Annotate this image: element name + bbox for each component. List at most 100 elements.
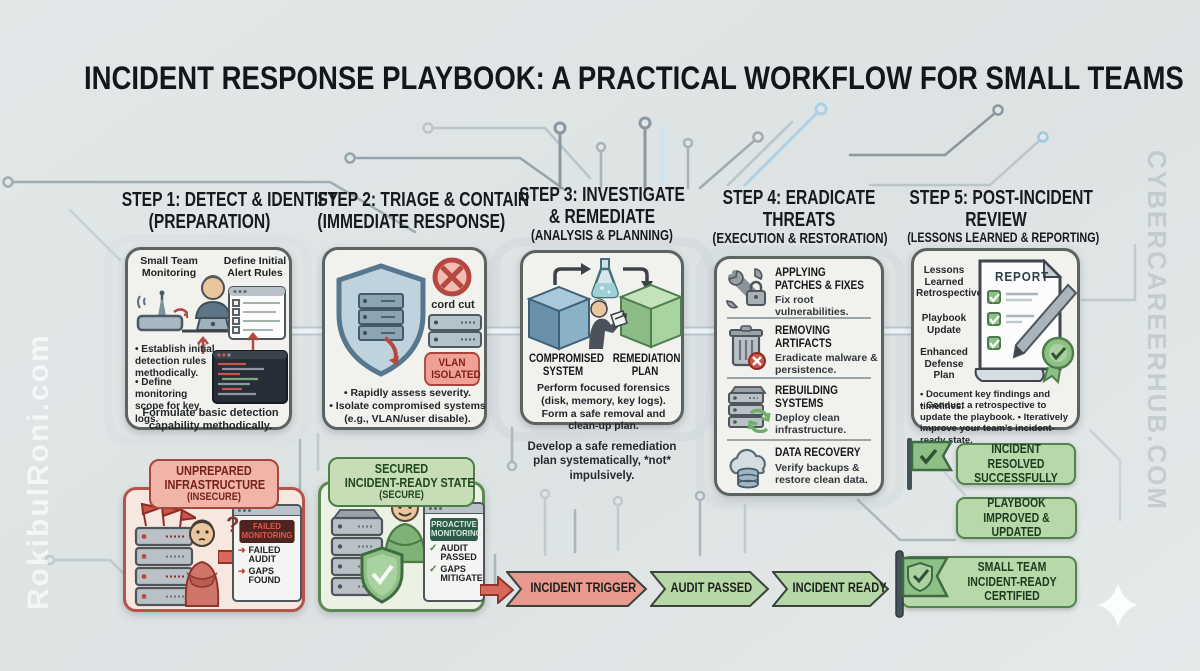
audit-passed-label: AUDIT PASSED xyxy=(670,580,753,595)
step5-heading-line1: STEP 5: POST-INCIDENT xyxy=(909,187,1093,209)
check-bullet-icon: ✓ xyxy=(429,563,438,575)
report-title: REPORT xyxy=(995,269,1050,284)
step4-item-4-title: DATA RECOVERY xyxy=(775,447,861,459)
step2-header: STEP 2: TRIAGE & CONTAIN (IMMEDIATE RESP… xyxy=(293,189,530,233)
divider xyxy=(727,439,871,441)
incident-trigger-chevron xyxy=(506,571,648,607)
step2-bullet-1: • Rapidly assess severity. xyxy=(343,387,472,399)
step5-heading-line2: REVIEW xyxy=(965,208,1027,231)
secured-title-line2: INCIDENT-READY STATE xyxy=(344,475,475,491)
step5-bullet-2: • Conduct a retrospective to update the … xyxy=(920,400,1068,446)
failed-item: ➜ FAILED AUDIT xyxy=(234,545,300,566)
server-stack-icon xyxy=(428,314,482,348)
secure-item-text: AUDIT PASSED xyxy=(440,542,477,563)
step2-panel: cord cut VLAN ISOLATED • Rapidly assess … xyxy=(322,247,487,430)
step1-label-alert-rules: Define Initial Alert Rules xyxy=(223,255,287,279)
failed-item: ➜ GAPS FOUND xyxy=(234,566,300,587)
outcome-badge-playbook: PLAYBOOK IMPROVED & UPDATED xyxy=(956,496,1077,539)
alert-rules-window-icon xyxy=(228,286,286,340)
step3-panel: COMPROMISED SYSTEM REMEDIATION PLAN Perf… xyxy=(520,250,684,432)
outcome-resolved-label: INCIDENT RESOLVED SUCCESSFULLY xyxy=(974,442,1058,486)
shield-check-icon xyxy=(360,546,404,604)
step4-item-1-desc: Fix root vulnerabilities. xyxy=(775,294,849,319)
step4-item-2: REMOVING ARTIFACTS Eradicate malware & p… xyxy=(775,325,881,376)
sparkle-decoration xyxy=(1098,583,1138,627)
step5-side-item-1: Lessons Learned Retrospective xyxy=(916,265,983,299)
failed-item-text: GAPS FOUND xyxy=(248,565,281,585)
incident-ready-label: INCIDENT READY xyxy=(792,580,887,595)
no-sign-icon xyxy=(432,257,472,297)
step5-bullet-1: • Document key findings and timelines. xyxy=(920,389,1051,412)
unprepared-title-badge: UNPREPARED INFRASTRUCTURE (INSECURE) xyxy=(149,459,279,509)
step3-heading-line2: & REMEDIATE xyxy=(548,205,656,228)
step2-heading-line1: STEP 2: TRIAGE & CONTAIN xyxy=(317,189,530,211)
code-window-icon xyxy=(212,350,288,404)
rebuild-systems-icon xyxy=(728,386,771,433)
step4-item-1-title: APPLYING PATCHES & FIXES xyxy=(775,267,865,292)
step4-item-1: APPLYING PATCHES & FIXES Fix root vulner… xyxy=(775,267,881,318)
step5-side-item-3: Enhanced Defense Plan xyxy=(920,347,968,381)
step2-heading-line2: (IMMEDIATE RESPONSE) xyxy=(317,210,506,233)
step4-item-3: REBUILDING SYSTEMS Deploy clean infrastr… xyxy=(775,385,881,436)
page-title: INCIDENT RESPONSE PLAYBOOK: A PRACTICAL … xyxy=(84,60,1184,96)
secure-item-text: GAPS MITIGATED xyxy=(440,563,485,583)
secure-item: ✓ AUDIT PASSED xyxy=(425,543,483,564)
confused-person-icon xyxy=(184,519,220,607)
step1-panel: Small Team Monitoring Define Initial Ale… xyxy=(125,247,292,432)
shield-server-icon xyxy=(336,263,426,377)
flask-icon xyxy=(591,258,619,299)
patches-fixes-icon xyxy=(726,268,766,309)
step1-bullet-2: • Define monitoring scope for key logs. xyxy=(135,377,200,425)
remediation-plan-label: REMEDIATION PLAN xyxy=(612,353,681,378)
compromised-system-label: COMPROMISED SYSTEM xyxy=(529,353,604,378)
compromised-cube-icon xyxy=(526,285,592,351)
report-document-icon xyxy=(974,258,1078,385)
step5-header: STEP 5: POST-INCIDENT REVIEW (LESSONS LE… xyxy=(885,187,1107,246)
investigation-scene xyxy=(526,258,684,351)
incident-trigger-label: INCIDENT TRIGGER xyxy=(530,580,637,595)
step4-item-2-title: REMOVING ARTIFACTS xyxy=(775,325,832,350)
up-arrow-icon xyxy=(247,332,259,350)
step1-header: STEP 1: DETECT & IDENTIFY (PREPARATION) xyxy=(97,189,339,233)
step4-heading-line3: (EXECUTION & RESTORATION) xyxy=(712,230,888,248)
proactive-monitoring-badge: PROACTIVE MONITORING xyxy=(430,518,482,541)
wifi-router-icon xyxy=(136,290,188,332)
window-titlebar xyxy=(234,506,300,516)
outcome-badge-resolved: INCIDENT RESOLVED SUCCESSFULLY xyxy=(956,442,1076,486)
analyst-icon xyxy=(589,298,628,349)
step3-body: Perform focused forensics (disk, memory,… xyxy=(536,382,671,433)
step3-heading-line1: STEP 3: INVESTIGATE xyxy=(519,184,685,206)
step4-item-4-desc: Verify backups & restore clean data. xyxy=(775,461,868,486)
up-arrow-icon xyxy=(197,336,209,354)
proactive-monitoring-window: PROACTIVE MONITORING ✓ AUDIT PASSED ✓ GA… xyxy=(423,502,485,602)
certified-flag-shield-icon xyxy=(895,550,950,618)
step3-heading-line3: (ANALYSIS & PLANNING) xyxy=(531,227,673,245)
secured-title-line1: SECURED xyxy=(374,461,429,476)
secure-item: ✓ GAPS MITIGATED xyxy=(425,564,483,585)
secured-title-line3: (SECURE) xyxy=(379,489,424,502)
step3-note: Develop a safe remediation plan systemat… xyxy=(527,441,677,482)
step2-cord-cut-label: cord cut xyxy=(431,299,475,311)
outcome-certified-label: SMALL TEAM INCIDENT-READY CERTIFIED xyxy=(967,560,1057,604)
incident-ready-chevron xyxy=(772,571,890,607)
divider xyxy=(727,377,871,379)
watermark-right: CYBERCAREERHUB.COM xyxy=(1142,150,1172,512)
step4-header: STEP 4: ERADICATE THREATS (EXECUTION & R… xyxy=(688,187,910,248)
trash-remove-icon xyxy=(729,325,766,370)
watermark-left: RokibulRoni.com xyxy=(22,333,55,610)
divider xyxy=(727,317,871,319)
step2-bullet-2: • Isolate compromised systems (e.g., VLA… xyxy=(329,400,486,425)
green-flag-check-icon xyxy=(907,438,954,490)
step5-heading-line3: (LESSONS LEARNED & REPORTING) xyxy=(907,230,1100,246)
step4-item-2-desc: Eradicate malware & persistence. xyxy=(775,352,878,377)
step4-item-3-desc: Deploy clean infrastructure. xyxy=(775,412,847,437)
unprepared-title-line2: INFRASTRUCTURE xyxy=(164,477,266,493)
question-mark: ? xyxy=(226,512,240,537)
audit-passed-chevron xyxy=(650,571,770,607)
failed-monitoring-badge: FAILED MONITORING xyxy=(239,520,295,543)
step5-side-item-2: Playbook Update xyxy=(921,313,967,336)
step1-label-monitoring: Small Team Monitoring xyxy=(140,255,198,279)
step1-heading-line1: STEP 1: DETECT & IDENTIFY xyxy=(121,189,339,211)
